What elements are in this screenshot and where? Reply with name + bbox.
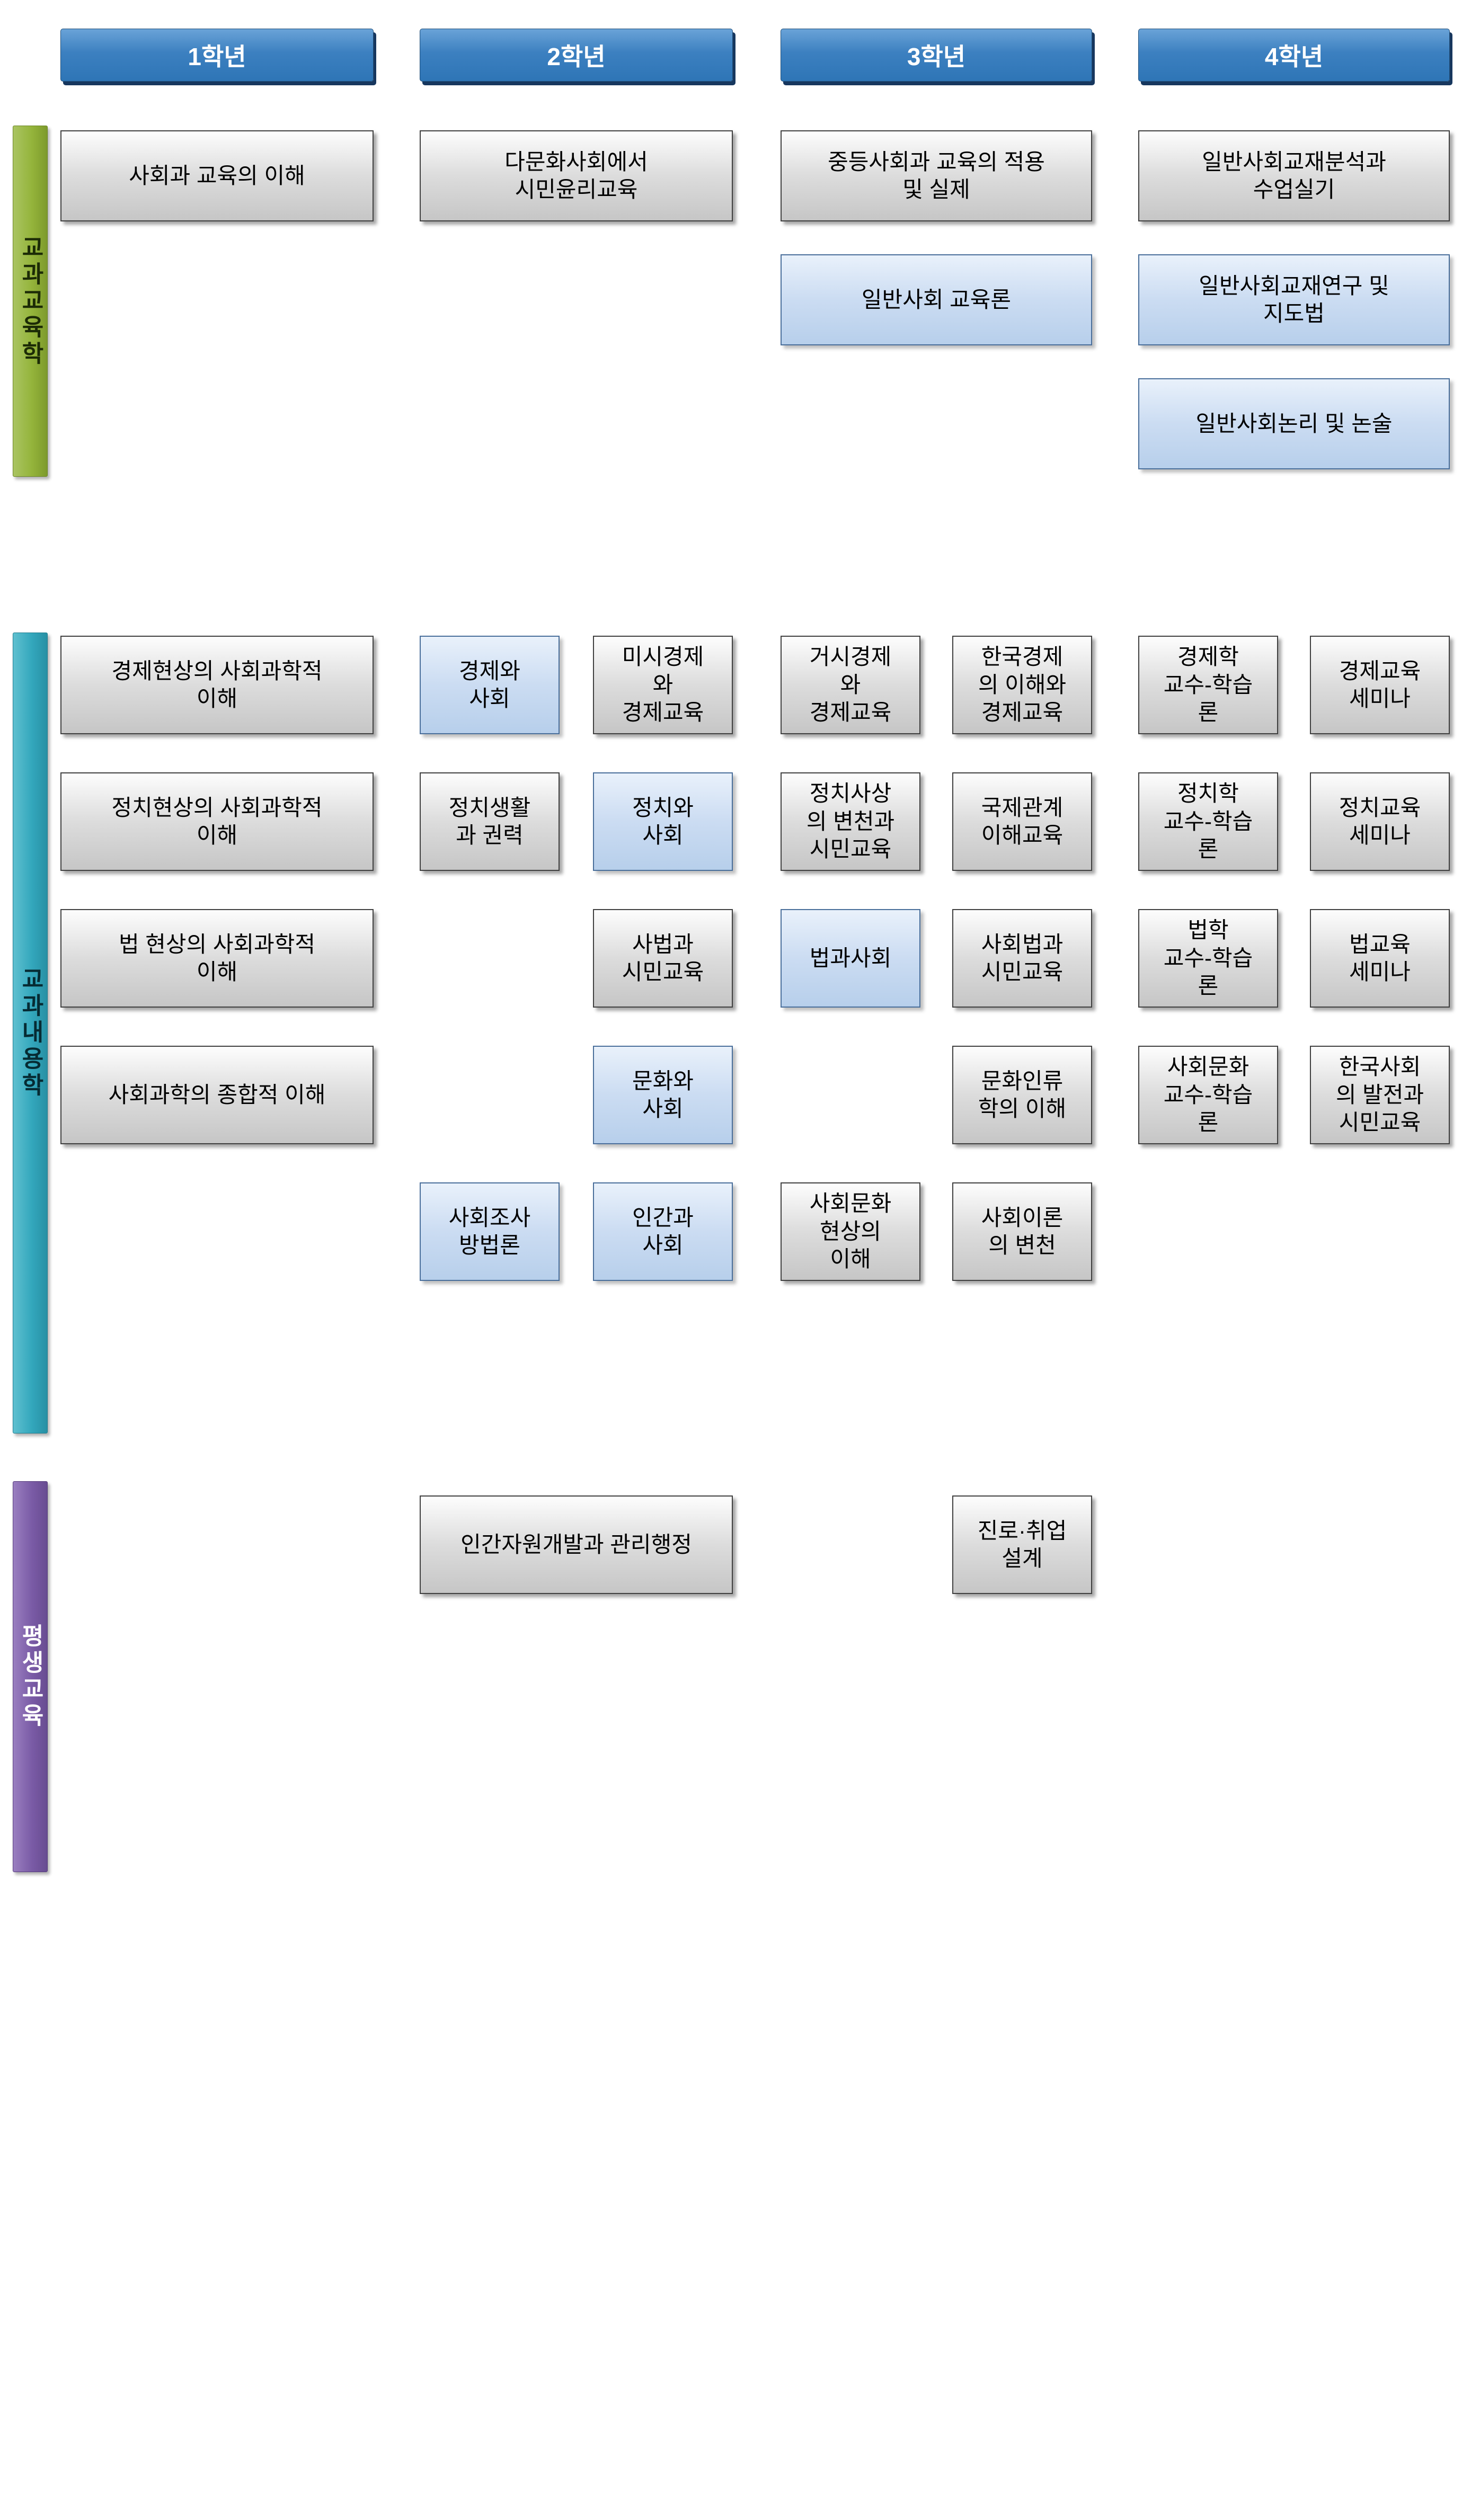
grade-header-4: 4학년: [1138, 29, 1450, 82]
course-box: 인간과 사회: [593, 1182, 733, 1281]
course-box: 사회조사 방법론: [420, 1182, 560, 1281]
course-box: 경제현상의 사회과학적 이해: [60, 636, 374, 734]
section-bar-pedagogy: 교과교육학: [13, 126, 48, 477]
section-label: 평생교육: [17, 1624, 43, 1730]
course-box: 일반사회 교육론: [781, 254, 1092, 345]
course-box: 한국사회 의 발전과 시민교육: [1310, 1046, 1450, 1144]
course-box: 법과사회: [781, 909, 920, 1008]
section-label: 교과교육학: [17, 235, 43, 368]
course-box: 법 현상의 사회과학적 이해: [60, 909, 374, 1008]
course-box: 경제와 사회: [420, 636, 560, 734]
course-box: 다문화사회에서 시민윤리교육: [420, 130, 733, 221]
course-box: 사회과 교육의 이해: [60, 130, 374, 221]
course-box: 정치와 사회: [593, 772, 733, 871]
course-box: 미시경제 와 경제교육: [593, 636, 733, 734]
course-box: 사회문화 교수-학습 론: [1138, 1046, 1278, 1144]
course-box: 진로·취업 설계: [952, 1495, 1092, 1594]
grade-header-2: 2학년: [420, 29, 733, 82]
course-box: 사회문화 현상의 이해: [781, 1182, 920, 1281]
course-box: 법학 교수-학습 론: [1138, 909, 1278, 1008]
course-box: 한국경제 의 이해와 경제교육: [952, 636, 1092, 734]
course-box: 정치생활 과 권력: [420, 772, 560, 871]
course-box: 인간자원개발과 관리행정: [420, 1495, 733, 1594]
course-box: 사회법과 시민교육: [952, 909, 1092, 1008]
section-bar-lifelong: 평생교육: [13, 1481, 48, 1872]
course-box: 문화인류 학의 이해: [952, 1046, 1092, 1144]
section-label: 교과내용학: [17, 967, 43, 1099]
course-box: 일반사회교재연구 및 지도법: [1138, 254, 1450, 345]
course-box: 정치학 교수-학습 론: [1138, 772, 1278, 871]
course-box: 일반사회교재분석과 수업실기: [1138, 130, 1450, 221]
section-bar-content: 교과내용학: [13, 633, 48, 1433]
course-box: 중등사회과 교육의 적용 및 실제: [781, 130, 1092, 221]
course-box: 정치교육 세미나: [1310, 772, 1450, 871]
course-box: 법교육 세미나: [1310, 909, 1450, 1008]
course-box: 사법과 시민교육: [593, 909, 733, 1008]
course-box: 정치현상의 사회과학적 이해: [60, 772, 374, 871]
course-box: 국제관계 이해교육: [952, 772, 1092, 871]
grade-header-1: 1학년: [60, 29, 374, 82]
course-box: 정치사상 의 변천과 시민교육: [781, 772, 920, 871]
course-box: 사회이론 의 변천: [952, 1182, 1092, 1281]
course-box: 경제학 교수-학습 론: [1138, 636, 1278, 734]
course-box: 거시경제 와 경제교육: [781, 636, 920, 734]
grade-header-3: 3학년: [781, 29, 1092, 82]
course-box: 사회과학의 종합적 이해: [60, 1046, 374, 1144]
course-box: 일반사회논리 및 논술: [1138, 378, 1450, 469]
course-box: 경제교육 세미나: [1310, 636, 1450, 734]
course-box: 문화와 사회: [593, 1046, 733, 1144]
